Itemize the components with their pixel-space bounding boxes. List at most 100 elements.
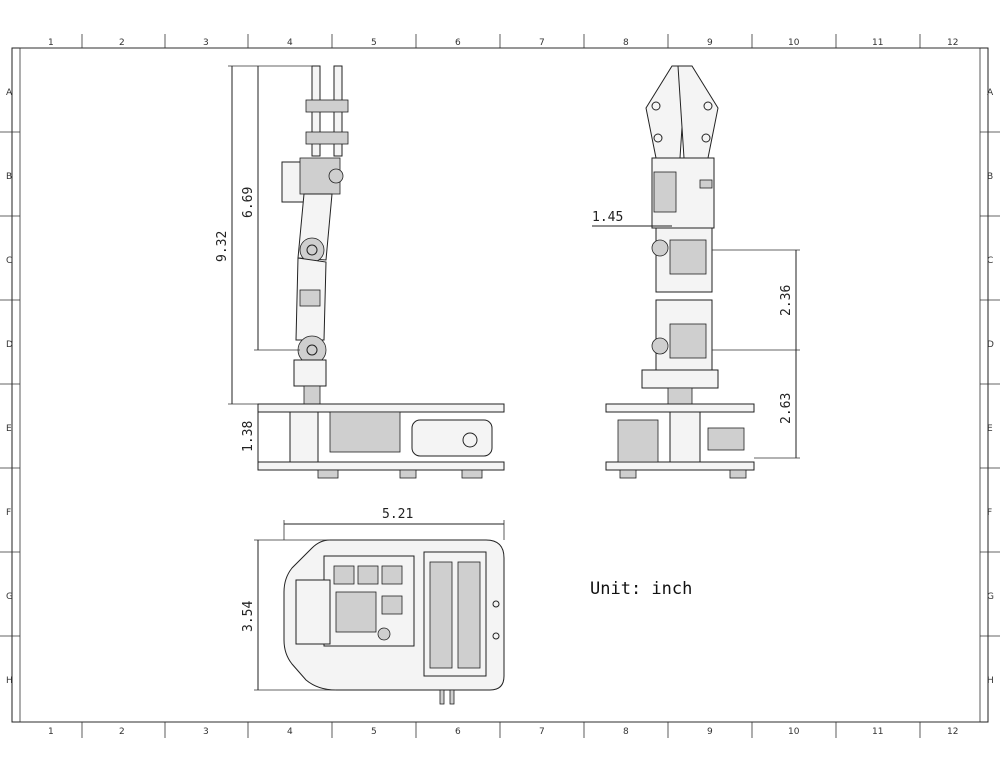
- control-board: [329, 411, 401, 453]
- front-view: 1.45 2.36 2.63: [592, 65, 800, 479]
- power-lead: [449, 689, 455, 705]
- unit-note: Unit: inch: [590, 579, 692, 599]
- foot: [317, 469, 339, 479]
- wrist-screw: [699, 179, 713, 189]
- arm-servo: [299, 289, 321, 307]
- battery-cell: [429, 561, 453, 669]
- column-labels-bottom: 1 2 3 4 5 6 7 8 9 10 11 12: [48, 727, 958, 737]
- claw-pivot: [701, 133, 711, 143]
- foot: [619, 469, 637, 479]
- dim-top-width: 5.21: [382, 507, 413, 522]
- col-label: 10: [788, 727, 800, 737]
- col-label: 3: [203, 727, 209, 737]
- claw-pivot: [703, 101, 713, 111]
- col-label: 6: [455, 727, 461, 737]
- base-servo: [289, 411, 319, 463]
- row-label: E: [987, 424, 993, 434]
- base-bottom-plate: [257, 461, 505, 471]
- col-label: 7: [539, 727, 545, 737]
- base-top-plate: [257, 403, 505, 413]
- col-label: 4: [287, 38, 293, 48]
- gripper-bracket: [305, 99, 349, 113]
- row-label: A: [987, 88, 994, 98]
- col-label: 3: [203, 38, 209, 48]
- col-label: 9: [707, 727, 713, 737]
- row-label: C: [6, 256, 12, 266]
- lower-servo: [669, 323, 707, 359]
- base-servo: [669, 411, 701, 463]
- mount-hole: [492, 632, 500, 640]
- shoulder-bracket: [293, 359, 327, 387]
- foot: [399, 469, 417, 479]
- side-view: 9.32 6.69 1.38: [215, 65, 505, 479]
- claw-pivot: [653, 133, 663, 143]
- row-label: D: [6, 340, 13, 350]
- row-labels-right: A B C D E F G H: [987, 88, 994, 686]
- power-lead: [439, 689, 445, 705]
- base-bottom-plate: [605, 461, 755, 471]
- power-switch: [707, 427, 745, 451]
- bottom-ruler: [81, 722, 921, 738]
- row-label: H: [6, 676, 13, 686]
- col-label: 10: [788, 38, 800, 48]
- row-label: E: [6, 424, 12, 434]
- row-labels-left: A B C D E F G H: [6, 88, 13, 686]
- row-label: C: [987, 256, 993, 266]
- col-label: 12: [947, 38, 958, 48]
- col-label: 5: [371, 38, 377, 48]
- top-view: 5.21 3.54: [241, 507, 505, 705]
- row-label: D: [987, 340, 994, 350]
- col-label: 9: [707, 38, 713, 48]
- lower-servo-horn: [651, 337, 669, 355]
- col-label: 1: [48, 38, 54, 48]
- column-labels-top: 1 2 3 4 5 6 7 8 9 10 11 12: [48, 38, 958, 48]
- col-label: 12: [947, 727, 958, 737]
- foot: [729, 469, 747, 479]
- dim-side-base-height: 1.38: [241, 421, 256, 452]
- row-label: G: [6, 592, 13, 602]
- right-ruler: [980, 131, 1000, 637]
- dim-side-arm-height: 6.69: [241, 187, 256, 218]
- row-label: F: [987, 508, 992, 518]
- col-label: 8: [623, 727, 629, 737]
- wrist-servo: [653, 171, 677, 213]
- col-label: 11: [872, 727, 883, 737]
- mount-hole: [492, 600, 500, 608]
- row-label: A: [6, 88, 13, 98]
- dim-side-total-height: 9.32: [215, 231, 230, 262]
- col-label: 1: [48, 727, 54, 737]
- foot: [461, 469, 483, 479]
- col-label: 6: [455, 38, 461, 48]
- shoulder-mount: [641, 369, 719, 389]
- elbow-hub: [306, 244, 318, 256]
- dim-top-depth: 3.54: [241, 601, 256, 632]
- col-label: 2: [119, 727, 125, 737]
- servo-port: [333, 565, 355, 585]
- top-ruler: [81, 34, 921, 48]
- power-connector: [462, 432, 478, 448]
- servo-port: [357, 565, 379, 585]
- row-label: G: [987, 592, 994, 602]
- col-label: 2: [119, 38, 125, 48]
- dim-front-base-height: 2.63: [779, 393, 794, 424]
- col-label: 5: [371, 727, 377, 737]
- base-servo-top: [295, 579, 331, 645]
- upper-servo: [669, 239, 707, 275]
- left-ruler: [0, 131, 20, 637]
- board-capacitor: [377, 627, 391, 641]
- servo-port: [381, 565, 403, 585]
- board-headers: [617, 419, 659, 463]
- col-label: 4: [287, 727, 293, 737]
- col-label: 11: [872, 38, 883, 48]
- shoulder-hub: [306, 344, 318, 356]
- claw-right: [677, 65, 719, 159]
- base-turntable: [667, 387, 693, 405]
- row-label: B: [6, 172, 12, 182]
- dim-front-top-offset: 1.45: [592, 210, 623, 225]
- wrist-joint: [328, 168, 344, 184]
- upper-servo-horn: [651, 239, 669, 257]
- battery-holder: [411, 419, 493, 457]
- servo-port: [381, 595, 403, 615]
- row-label: F: [6, 508, 11, 518]
